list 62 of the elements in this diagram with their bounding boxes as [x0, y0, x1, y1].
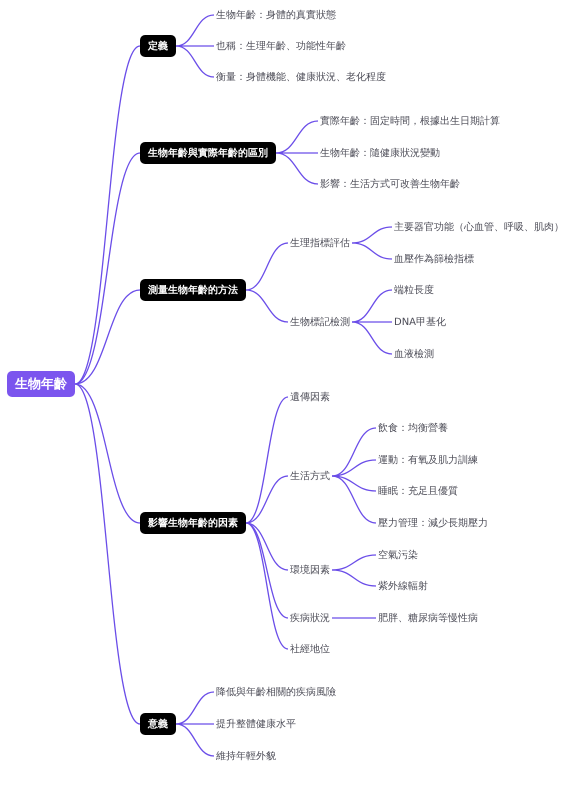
leaf-text: 端粒長度: [392, 282, 436, 298]
leaf-text: 飲食：均衡營養: [376, 420, 450, 436]
branch-text: 遺傳因素: [288, 389, 332, 405]
connector-line: [74, 383, 140, 524]
leaf-text: 血液檢測: [392, 346, 436, 362]
branch-text: 生物標記檢測: [288, 314, 352, 330]
connector-line: [352, 321, 392, 355]
leaf-text: 肥胖、糖尿病等慢性病: [376, 610, 480, 626]
connector-line: [332, 459, 376, 477]
connector-line: [246, 396, 288, 524]
topic-box: 定義: [140, 35, 176, 57]
connector-line: [176, 723, 214, 757]
branch-text: 生理指標評估: [288, 235, 352, 251]
connector-line: [332, 617, 376, 619]
branch-text: 生活方式: [288, 468, 332, 484]
connector-line: [332, 475, 376, 524]
leaf-text: 主要器官功能（心血管、呼吸、肌肉）: [392, 219, 566, 235]
leaf-text: 血壓作為篩檢指標: [392, 251, 476, 267]
branch-text: 衡量：身體機能、健康狀況、老化程度: [214, 69, 388, 85]
leaf-text: 空氣污染: [376, 547, 420, 563]
branch-text: 環境因素: [288, 562, 332, 578]
connector-line: [246, 522, 288, 619]
connector-line: [332, 427, 376, 477]
leaf-text: 紫外線輻射: [376, 578, 430, 594]
branch-text: 影響：生活方式可改善生物年齡: [318, 176, 462, 192]
connector-line: [332, 569, 376, 587]
branch-text: 生物年齡：隨健康狀況變動: [318, 145, 442, 161]
leaf-text: 睡眠：充足且優質: [376, 483, 460, 499]
branch-text: 也稱：生理年齡、功能性年齡: [214, 38, 348, 54]
branch-text: 降低與年齡相關的疾病風險: [214, 684, 338, 700]
branch-text: 疾病狀況: [288, 610, 332, 626]
leaf-text: 壓力管理：減少長期壓力: [376, 515, 490, 531]
branch-text: 提升整體健康水平: [214, 716, 298, 732]
connector-line: [246, 475, 288, 524]
connector-line: [246, 242, 288, 291]
connector-line: [352, 289, 392, 323]
topic-box: 生物年齡與實際年齡的區別: [140, 142, 276, 164]
connector-line: [246, 522, 288, 650]
connector-line: [246, 289, 288, 323]
connector-line: [352, 242, 392, 260]
connector-line: [276, 152, 318, 185]
root-node: 生物年齡: [7, 371, 75, 397]
connector-line: [74, 384, 140, 724]
topic-box: 測量生物年齡的方法: [140, 279, 246, 301]
connector-line: [74, 46, 140, 384]
connector-line: [276, 120, 318, 154]
leaf-text: DNA甲基化: [392, 314, 448, 330]
connector-line: [74, 152, 140, 385]
connector-line: [74, 289, 140, 385]
topic-box: 影響生物年齡的因素: [140, 512, 246, 534]
connector-line: [176, 45, 214, 78]
connector-line: [246, 522, 288, 571]
connector-line: [352, 226, 392, 244]
branch-text: 實際年齡：固定時間，根據出生日期計算: [318, 113, 502, 129]
leaf-text: 運動：有氧及肌力訓練: [376, 452, 480, 468]
connector-line: [176, 14, 214, 47]
branch-text: 生物年齡：身體的真實狀態: [214, 7, 338, 23]
topic-box: 意義: [140, 713, 176, 735]
branch-text: 維持年輕外貌: [214, 748, 278, 764]
connector-line: [176, 691, 214, 725]
connector-line: [332, 554, 376, 571]
branch-text: 社經地位: [288, 641, 332, 657]
